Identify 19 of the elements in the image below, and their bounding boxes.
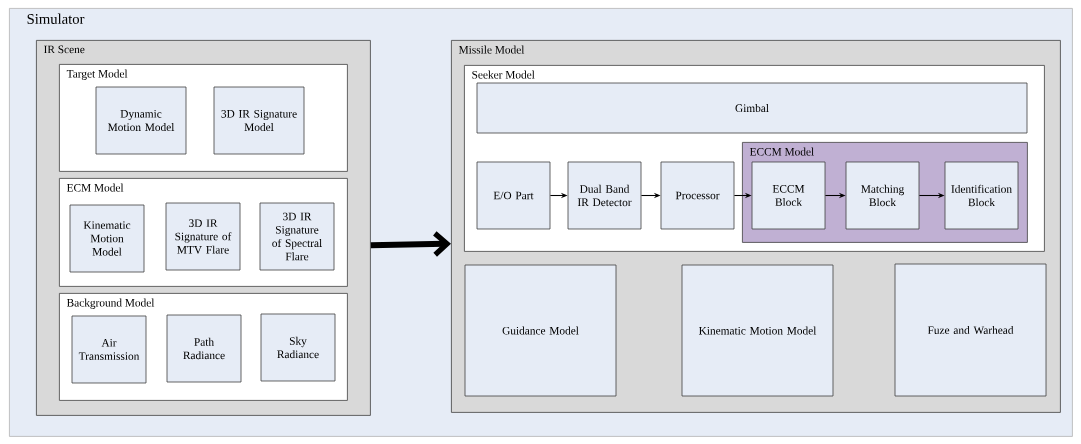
block-box: Dual Band IR Detector (567, 161, 642, 230)
block-box: 3D IR Signature of Spectral Flare (259, 202, 335, 271)
arrow (370, 231, 451, 257)
block-box: Identification Block (944, 161, 1019, 230)
block-box: Path Radiance (166, 314, 242, 383)
block-box: 3D IR Signature Model (213, 86, 305, 155)
block-box: Gimbal (476, 82, 1028, 134)
block-box: 3D IR Signature of MTV Flare (165, 202, 241, 271)
block-box: Sky Radiance (260, 313, 336, 382)
block-box: Air Transmission (71, 315, 147, 384)
block-box: ECCM Block (751, 161, 826, 230)
block-box: Processor (660, 161, 735, 230)
block-box: Matching Block (845, 161, 920, 230)
block-box: E/O Part (476, 161, 551, 230)
block-box: Kinematic Motion Model (69, 204, 145, 273)
block-box: Fuze and Warhead (894, 263, 1047, 397)
block-box: Dynamic Motion Model (95, 86, 187, 155)
block-box: Kinematic Motion Model (681, 264, 834, 397)
block-box: Guidance Model (464, 264, 617, 397)
